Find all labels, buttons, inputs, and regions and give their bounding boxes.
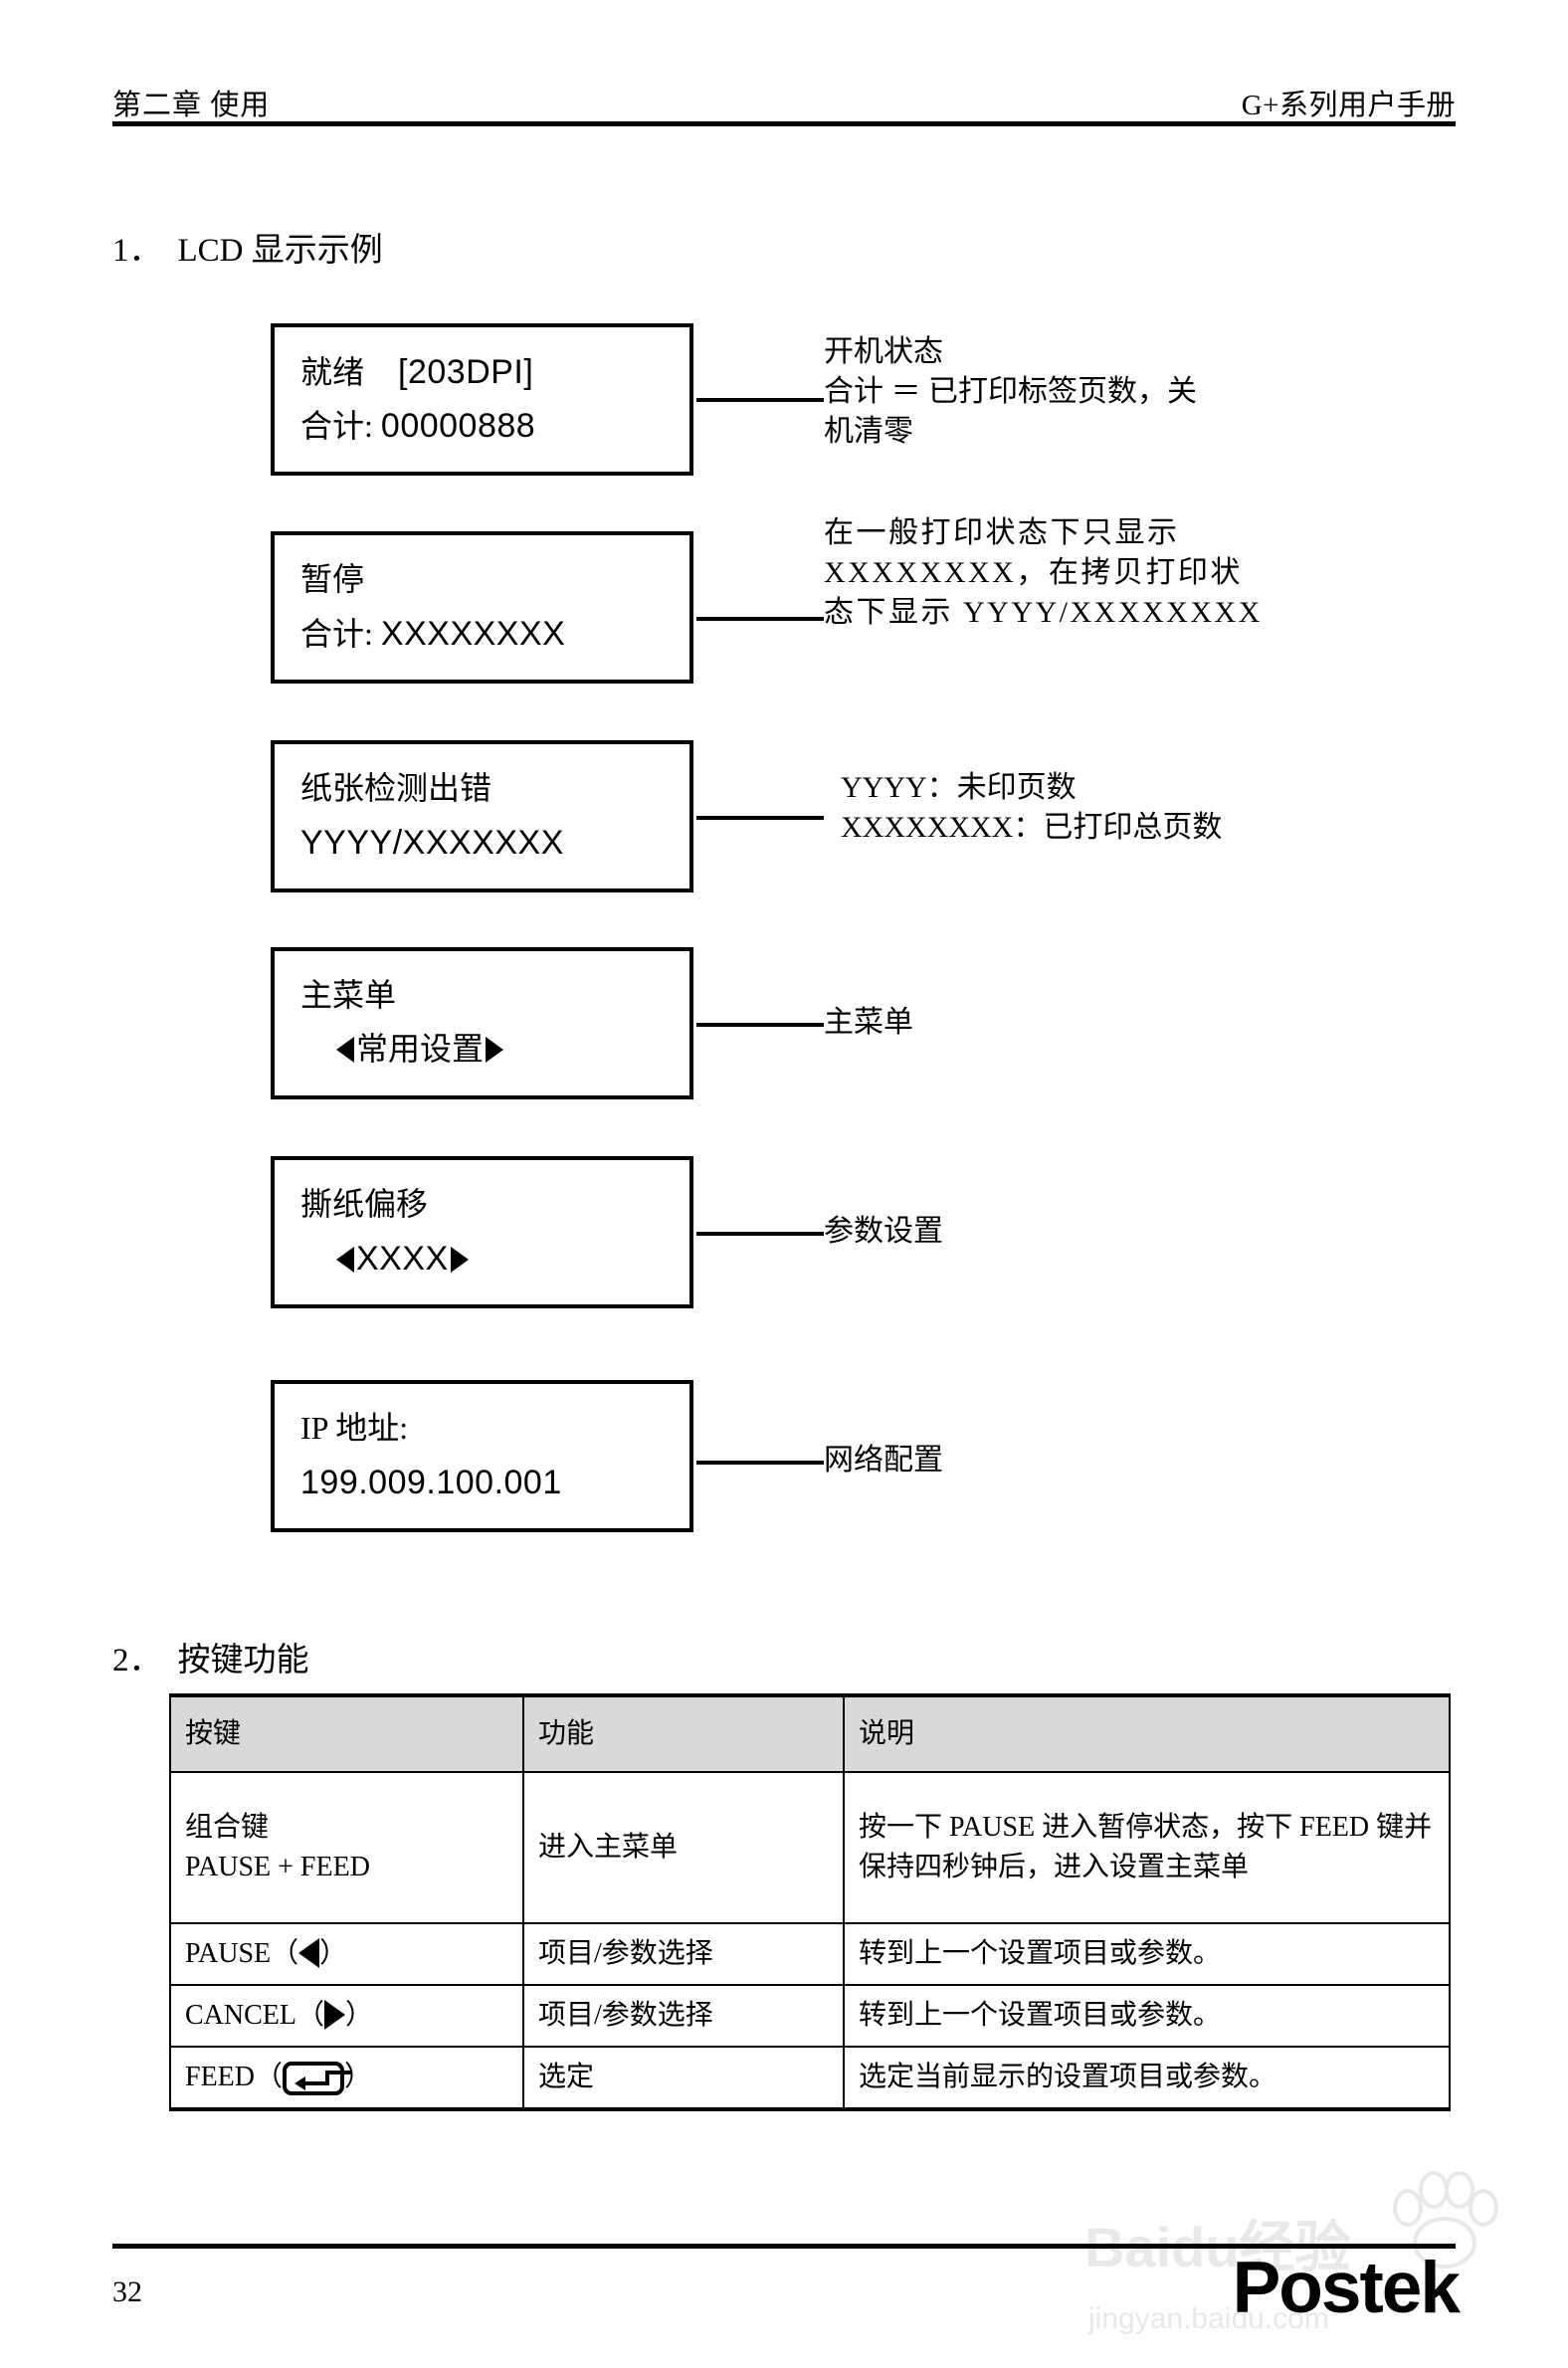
section-number: 1． [112,233,162,269]
cell-description: 按一下 PAUSE 进入暂停状态，按下 FEED 键并保持四秒钟后，进入设置主菜… [843,1771,1451,1924]
lcd-1-annotation: 开机状态 合计 ＝ 已打印标签页数，关 机清零 [824,335,1197,448]
cell-description: 选定当前显示的设置项目或参数。 [843,2046,1451,2111]
lcd-1-line1-value: [203DPI] [398,353,534,391]
lcd-1-line1-label: 就绪 [300,354,365,390]
lcd-6-line2-value: 199.009.100.001 [300,1464,562,1501]
lcd-2-line1-label: 暂停 [300,561,365,597]
cell-function: 选定 [522,2046,845,2111]
lcd-4-line1-label: 主菜单 [300,977,397,1013]
column-header-function: 功能 [522,1693,845,1773]
table-row: FEED（ ） 选定 选定当前显示的设置项目或参数。 [169,2046,1451,2111]
key-name-feed: FEED（ [185,2062,284,2092]
cell-key: CANCEL（ ） [169,1984,524,2048]
lcd-2-annotation: 在一般打印状态下只显示 XXXXXXXX，在拷贝打印状 态下显示 YYYY/XX… [824,516,1263,629]
connector-line-6 [696,1461,824,1465]
lcd-6-line1-label: IP 地址: [300,1410,409,1446]
lcd-screen-6: IP 地址: 199.009.100.001 [271,1380,693,1532]
section-number: 2． [112,1643,162,1678]
column-header-key: 按键 [169,1693,524,1773]
lcd-1-line2-value: 00000888 [380,407,536,445]
key-combo-line-2: PAUSE + FEED [185,1852,370,1882]
manual-title-label: G+系列用户手册 [1241,90,1456,121]
table-row: CANCEL（ ） 项目/参数选择 转到上一个设置项目或参数。 [169,1984,1451,2048]
table-row: PAUSE（ ） 项目/参数选择 转到上一个设置项目或参数。 [169,1922,1451,1986]
lcd-1-line2-label: 合计: [300,408,373,444]
connector-line-5 [696,1232,824,1236]
brand-logo: Postek [1232,2248,1461,2328]
connector-line-3 [696,816,824,820]
triangle-right-icon [450,1247,469,1273]
cell-key: PAUSE（ ） [169,1922,524,1986]
lcd-3-line1-label: 纸张检测出错 [300,770,492,806]
cell-key: 组合键 PAUSE + FEED [169,1771,524,1924]
page-number: 32 [112,2275,142,2308]
key-name-pause: PAUSE（ [185,1938,299,1970]
triangle-left-icon [336,1247,354,1273]
section-title: 按键功能 [177,1643,309,1678]
chapter-label: 第二章 使用 [112,90,271,121]
lcd-screen-5: 撕纸偏移 XXXX [271,1156,693,1308]
cell-function: 项目/参数选择 [522,1922,845,1986]
key-paren-close: ） [319,1938,348,1970]
lcd-screen-3: 纸张检测出错 YYYY/XXXXXXX [271,740,693,892]
lcd-5-annotation: 参数设置 [824,1215,943,1248]
key-function-table: 按键 功能 说明 组合键 PAUSE + FEED 进入主菜单 按一下 PAUS… [169,1693,1451,2111]
running-head: 第二章 使用 G+系列用户手册 [112,82,1456,133]
key-name-cancel: CANCEL（ [185,2000,325,2032]
lcd-4-annotation: 主菜单 [824,1006,913,1039]
section-heading-keys: 2． 按键功能 [112,1633,309,1680]
key-paren-close: ） [345,2000,374,2032]
section-heading-lcd: 1． LCD 显示示例 [112,223,383,271]
cell-description: 转到上一个设置项目或参数。 [843,1922,1451,1986]
section-title: LCD 显示示例 [177,233,383,269]
table-row: 组合键 PAUSE + FEED 进入主菜单 按一下 PAUSE 进入暂停状态，… [169,1771,1451,1924]
triangle-left-icon [298,1938,320,1969]
connector-line-4 [696,1023,824,1027]
column-header-description: 说明 [843,1693,1451,1773]
triangle-right-icon [486,1037,504,1063]
lcd-screen-4: 主菜单 常用设置 [271,947,693,1099]
connector-line-2 [696,617,824,621]
cell-function: 进入主菜单 [522,1771,845,1924]
lcd-screen-2: 暂停 合计:XXXXXXXX [271,531,693,684]
triangle-left-icon [336,1037,354,1063]
cell-key: FEED（ ） [169,2046,524,2111]
lcd-2-line2-value: XXXXXXXX [380,615,566,653]
cell-function: 项目/参数选择 [522,1984,845,2048]
connector-line-1 [696,398,824,402]
lcd-6-annotation: 网络配置 [824,1444,943,1477]
key-combo-line-1: 组合键 [185,1812,270,1844]
lcd-5-line2-value: XXXX [356,1240,449,1278]
lcd-examples-diagram: 就绪[203DPI] 合计:00000888 开机状态 合计 ＝ 已打印标签页数… [271,323,1263,1532]
cell-description: 转到上一个设置项目或参数。 [843,1984,1451,2048]
footer-rule [112,2244,1456,2249]
enter-key-icon [283,2062,345,2095]
header-rule [112,121,1456,126]
lcd-5-line1-label: 撕纸偏移 [300,1186,429,1222]
lcd-4-line2-label: 常用设置 [356,1031,485,1067]
lcd-3-annotation: YYYY：未印页数 XXXXXXXX：已打印总页数 [841,771,1223,844]
key-paren-close: ） [344,2062,373,2092]
lcd-2-line2-label: 合计: [300,616,373,652]
triangle-right-icon [324,2000,346,2031]
table-header-row: 按键 功能 说明 [169,1693,1451,1773]
lcd-3-line2-value: YYYY/XXXXXXX [300,824,564,862]
lcd-screen-1: 就绪 [203DPI] 合计:00000888 [271,323,693,476]
